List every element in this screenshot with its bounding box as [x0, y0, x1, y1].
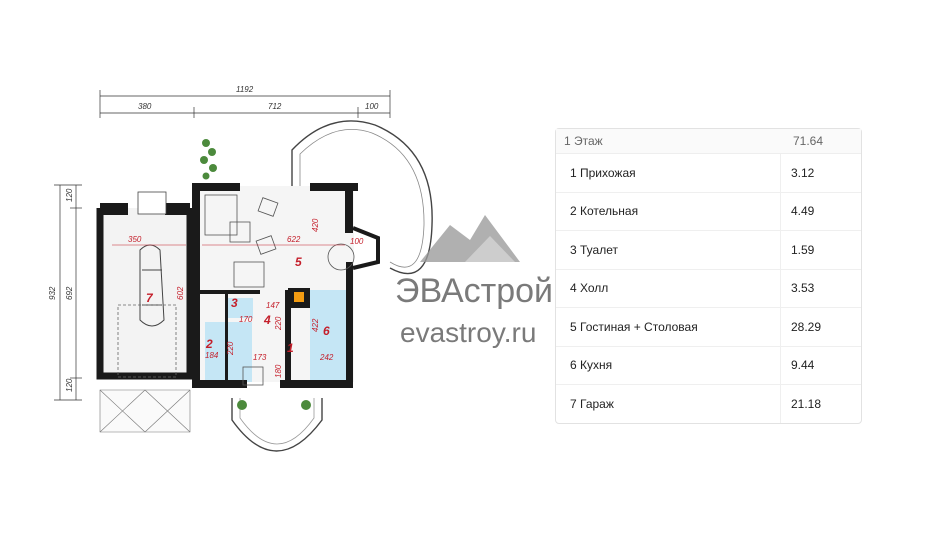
garage-wall-block	[100, 203, 128, 215]
dim-living-depth: 420	[311, 218, 320, 232]
boiler-room-tint	[205, 322, 252, 382]
terrace-arc	[291, 120, 433, 275]
room-area: 28.29	[791, 319, 822, 334]
toilet-tint	[225, 298, 253, 318]
dim-living-width: 622	[287, 235, 301, 244]
watermark-brand: ЭВАстрой	[395, 272, 553, 310]
room-label: 2 Котельная	[556, 192, 781, 230]
dim-hall-width: 147	[266, 301, 280, 310]
bay-window	[352, 226, 380, 270]
room-area: 1.59	[791, 242, 815, 257]
floor-plan: 1192 380 712 100 932 120 692 120	[48, 85, 553, 452]
dim-bay: 100	[350, 237, 364, 246]
table-row: 6 Кухня 9.44	[556, 345, 861, 384]
garage-door-frame	[137, 191, 167, 215]
dim-right-width: 100	[365, 102, 379, 111]
room-label: 4 Холл	[556, 269, 781, 307]
left-dimension-lines	[54, 184, 82, 401]
room-label: 1 Прихожая	[556, 154, 781, 192]
terrace-arc-inner	[299, 129, 425, 268]
watermark: ЭВАстрой evastroy.ru	[395, 215, 553, 348]
table-row: 2 Котельная 4.49	[556, 191, 861, 230]
garage-wall-block	[165, 203, 190, 215]
dim-top-depth: 120	[65, 188, 74, 202]
room-area: 3.12	[791, 165, 815, 180]
room-area: 4.49	[791, 204, 815, 219]
dim-bottom-depth: 120	[65, 378, 74, 392]
room-number-5: 5	[295, 255, 302, 269]
dim-total-depth: 932	[48, 286, 57, 300]
room-number-1: 1	[287, 341, 294, 355]
room-label: 7 Гараж	[556, 385, 781, 423]
room-area: 21.18	[791, 396, 822, 411]
dim-entry-depth: 180	[274, 364, 283, 378]
dim-middle-width: 712	[268, 102, 282, 111]
dim-kitchen-depth: 422	[311, 318, 320, 332]
garage-floor	[100, 208, 190, 376]
room-area: 3.53	[791, 281, 815, 296]
table-row: 5 Гостиная + Столовая 28.29	[556, 307, 861, 346]
room-label: 6 Кухня	[556, 346, 781, 384]
room-number-4: 4	[263, 313, 271, 327]
dim-kitchen-width: 242	[319, 353, 334, 362]
room-number-3: 3	[231, 296, 238, 310]
area-table: 1 Этаж 71.64 1 Прихожая 3.12 2 Котельная 4.…	[555, 128, 862, 424]
plant-icon	[200, 139, 217, 180]
dim-garage-width: 350	[128, 235, 142, 244]
fire-icon	[294, 292, 304, 302]
room-number-6: 6	[323, 324, 330, 338]
dim-entry-width: 173	[253, 353, 267, 362]
porch-arc-inner	[239, 398, 315, 445]
dim-total-width: 1192	[236, 85, 254, 94]
room-number-7: 7	[146, 291, 154, 305]
kitchen-tint	[310, 290, 346, 382]
dim-toilet-width: 170	[239, 315, 253, 324]
garage-walls	[96, 208, 194, 380]
room-area: 9.44	[791, 358, 815, 373]
area-table-header: 1 Этаж 71.64	[556, 129, 861, 154]
top-dimension-lines	[99, 90, 391, 118]
room-label: 3 Туалет	[556, 231, 781, 269]
dim-boiler-width: 184	[205, 351, 219, 360]
dim-left-width: 380	[138, 102, 152, 111]
table-row: 3 Туалет 1.59	[556, 230, 861, 269]
table-row: 7 Гараж 21.18	[556, 384, 861, 423]
floor-label: 1 Этаж	[564, 134, 603, 148]
plant-icon	[237, 400, 311, 410]
dim-middle-depth: 692	[65, 286, 74, 300]
house-walls	[192, 183, 358, 388]
room-number-2: 2	[205, 337, 213, 351]
dim-boiler-depth: 220	[226, 341, 235, 356]
table-row: 4 Холл 3.53	[556, 268, 861, 307]
room-label: 5 Гостиная + Столовая	[556, 308, 781, 346]
floor-total-area: 71.64	[793, 134, 824, 148]
driveway	[99, 389, 191, 433]
porch-arc	[231, 398, 323, 452]
dim-garage-depth: 602	[176, 286, 185, 300]
furniture	[204, 194, 355, 386]
table-row: 1 Прихожая 3.12	[556, 154, 861, 192]
watermark-url: evastroy.ru	[400, 317, 536, 348]
dim-hall-depth: 220	[274, 316, 283, 331]
